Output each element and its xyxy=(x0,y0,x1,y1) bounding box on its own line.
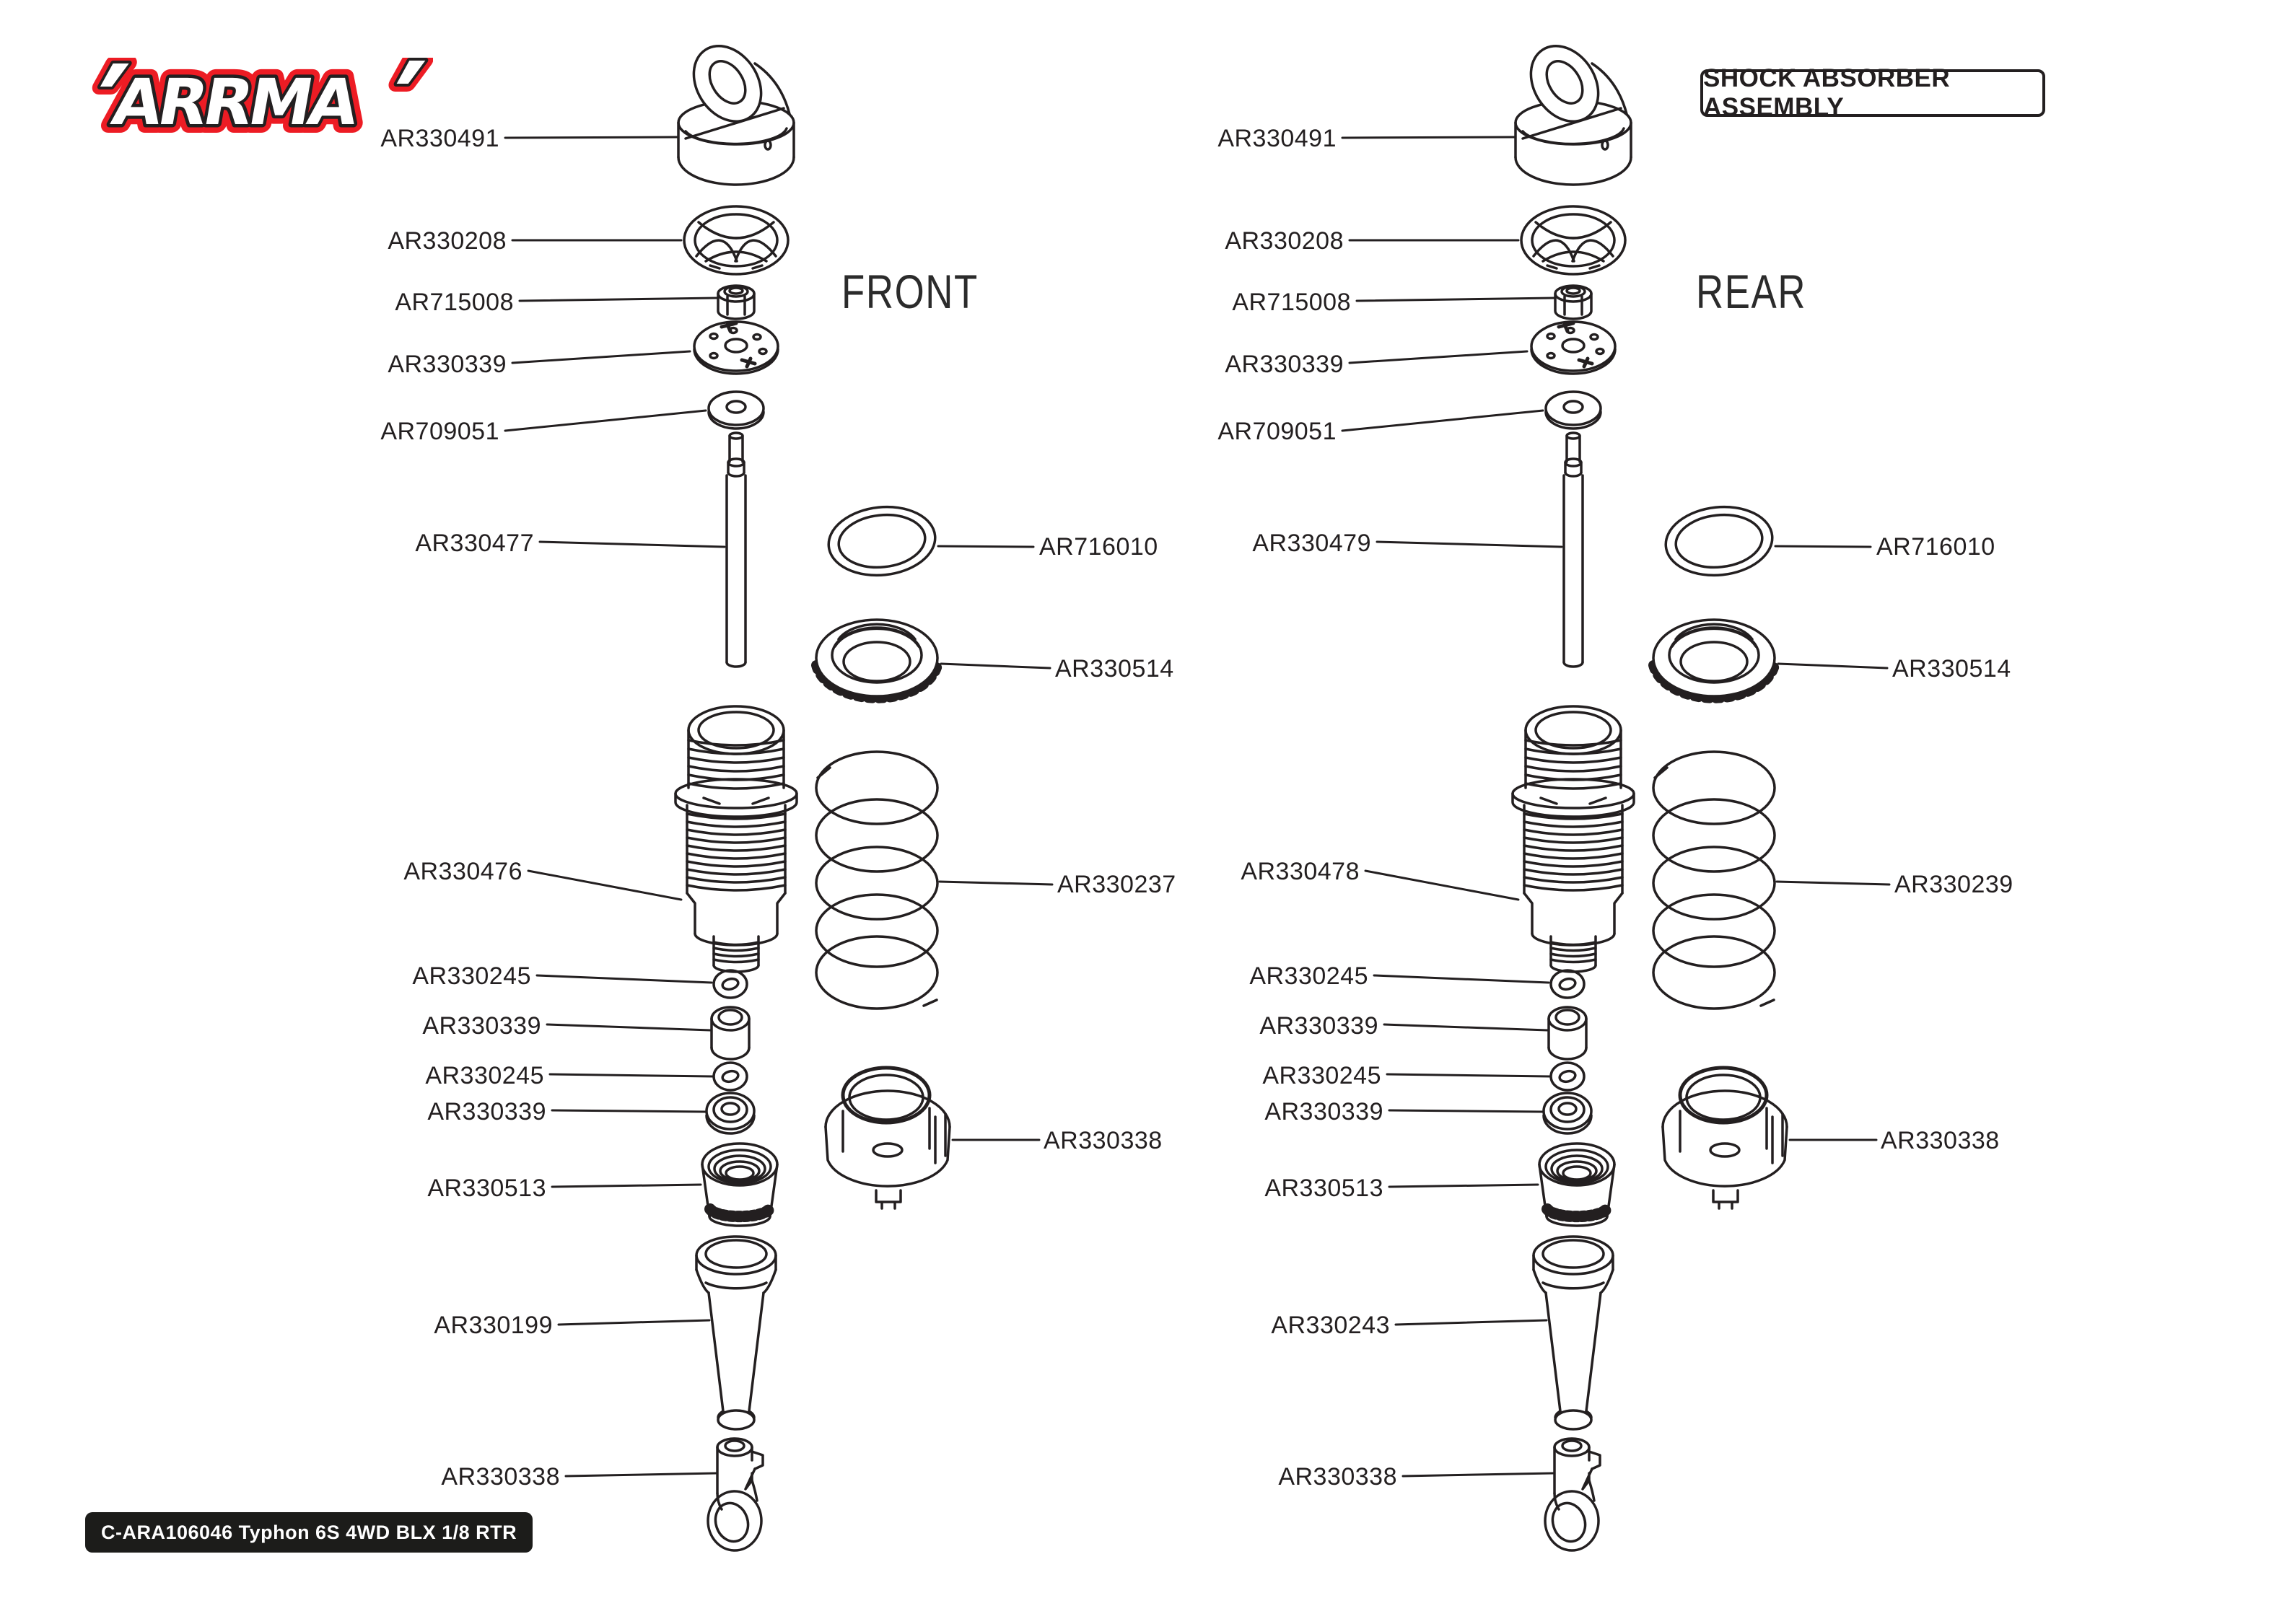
logo-text: ARRMA xyxy=(107,66,365,139)
part-label: AR709051 xyxy=(1217,418,1337,445)
part-label: AR330338 xyxy=(441,1463,560,1491)
part-label: AR330339 xyxy=(1225,351,1344,378)
logo-outer-stroke: ARRMA xyxy=(107,66,365,139)
part-label: AR715008 xyxy=(1232,289,1351,316)
part-label: AR330491 xyxy=(380,125,499,152)
part-label: AR330514 xyxy=(1055,655,1174,682)
part-label: AR330514 xyxy=(1892,655,2011,682)
part-label: AR330208 xyxy=(388,227,507,255)
part-label: AR715008 xyxy=(395,289,514,316)
part-label: AR330243 xyxy=(1271,1312,1390,1339)
part-label: AR330478 xyxy=(1241,858,1360,885)
part-label: AR330339 xyxy=(422,1012,541,1040)
part-label: AR330479 xyxy=(1252,530,1371,557)
part-label: AR330245 xyxy=(412,962,531,990)
part-label: AR330338 xyxy=(1044,1127,1163,1154)
part-label: AR330513 xyxy=(1264,1175,1383,1202)
part-label: AR330245 xyxy=(1262,1062,1381,1089)
product-code-text: C-ARA106046 Typhon 6S 4WD BLX 1/8 RTR xyxy=(101,1521,517,1543)
part-label: AR716010 xyxy=(1039,533,1158,561)
arrma-logo: ARRMA ARRMA xyxy=(79,53,434,148)
part-label: AR330339 xyxy=(427,1098,546,1125)
product-code-badge: C-ARA106046 Typhon 6S 4WD BLX 1/8 RTR xyxy=(85,1512,533,1553)
part-label: AR330245 xyxy=(1249,962,1368,990)
part-label: AR330491 xyxy=(1217,125,1337,152)
part-label: AR330339 xyxy=(1259,1012,1378,1040)
part-label: AR330239 xyxy=(1894,871,2013,898)
part-label: AR330476 xyxy=(403,858,522,885)
front-section-label: FRONT xyxy=(841,265,979,318)
part-label: AR330477 xyxy=(415,530,534,557)
part-label: AR330513 xyxy=(427,1175,546,1202)
page-title-text: SHOCK ABSORBER ASSEMBLY xyxy=(1703,64,1951,121)
part-label: AR330339 xyxy=(1264,1098,1383,1125)
part-label: AR330208 xyxy=(1225,227,1344,255)
part-label: AR330338 xyxy=(1881,1127,2000,1154)
page-title: SHOCK ABSORBER ASSEMBLY xyxy=(1700,64,2045,121)
rear-section-label: REAR xyxy=(1696,265,1807,318)
part-label: AR330199 xyxy=(434,1312,553,1339)
part-label: AR330237 xyxy=(1057,871,1176,898)
part-label: AR716010 xyxy=(1876,533,1995,561)
part-label: AR330339 xyxy=(388,351,507,378)
part-label: AR709051 xyxy=(380,418,499,445)
part-label: AR330338 xyxy=(1278,1463,1397,1491)
part-label: AR330245 xyxy=(425,1062,544,1089)
